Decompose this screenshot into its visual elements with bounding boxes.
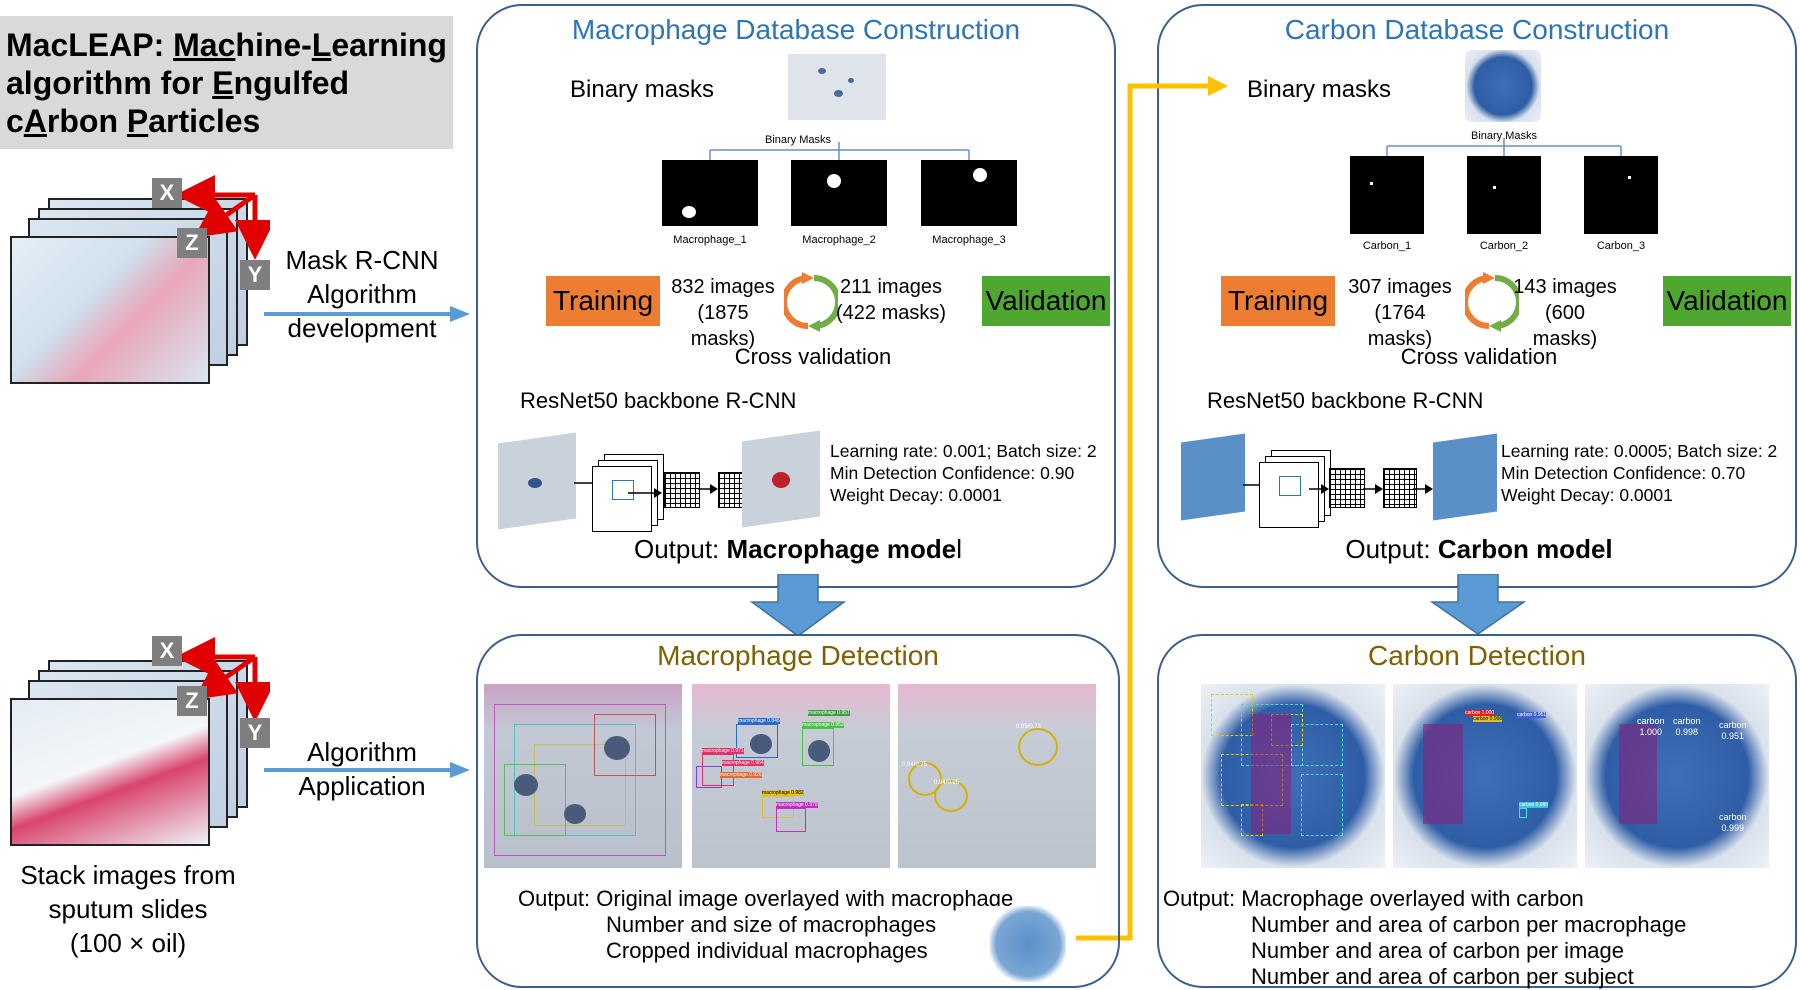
macro-det-crop-thumb	[990, 906, 1066, 982]
macro-output: Output: Macrophage model	[634, 534, 962, 564]
carbon-det-title: Carbon Detection	[1368, 640, 1586, 671]
axis-x-label: X	[152, 178, 182, 208]
axis-y-label: Y	[240, 260, 270, 290]
carbon-tree-label: Binary Masks	[1470, 130, 1538, 142]
arrow-app	[264, 762, 470, 778]
down-arrow-macrophage	[750, 574, 846, 636]
carbon-mask-3	[1584, 156, 1658, 234]
axis-y-label-2: Y	[240, 718, 270, 748]
yellow-connector-arrow	[1076, 76, 1228, 941]
main-title: MacLEAP: Machine-Learning algorithm for …	[0, 16, 453, 149]
carbon-mask-1	[1350, 156, 1424, 234]
macro-binary-masks-label: Binary masks	[570, 76, 715, 103]
carbon-tree-lines	[1386, 138, 1622, 156]
macro-val-counts: 211 images (422 masks)	[835, 276, 947, 324]
panel-macrophage-detection: Macrophage Detection macrophage 0.846 ma…	[476, 634, 1120, 988]
title-line-3: cArbon Particles	[6, 103, 261, 139]
carbon-backbone-label: ResNet50 backbone R-CNN	[1207, 388, 1484, 413]
macro-train-counts: 832 images (1875 masks)	[671, 276, 775, 350]
axis-arrows-top	[175, 175, 270, 260]
macro-det-title: Macrophage Detection	[657, 640, 939, 671]
carbon-det-image-scores: carbon 1.000 carbon 0.998 carbon 0.951 c…	[1585, 684, 1769, 868]
macro-tree-lines	[709, 142, 970, 160]
dev-label: Mask R-CNN Algorithm development	[285, 245, 439, 343]
carbon-mask-3-label: Carbon_3	[1596, 240, 1646, 252]
panel-macrophage-database: Macrophage Database Construction Binary …	[476, 4, 1116, 588]
macro-det-image-original	[484, 684, 682, 868]
carbon-mask-1-label: Carbon_1	[1362, 240, 1412, 252]
carbon-train-counts: 307 images (1764 masks)	[1348, 276, 1452, 350]
carbon-det-image-boxes	[1201, 684, 1385, 868]
carbon-validation-badge: Validation	[1663, 276, 1791, 326]
macro-cross-validation: Cross validation	[734, 344, 892, 369]
panel-carbon-detection: Carbon Detection carbon 1.000 carbon 0.9…	[1157, 634, 1797, 989]
carbon-binary-masks-label: Binary masks	[1247, 76, 1392, 103]
axis-arrows-bottom	[175, 637, 270, 722]
macro-mask-1	[662, 160, 758, 226]
macro-backbone-label: ResNet50 backbone R-CNN	[520, 388, 797, 413]
carbon-training-badge: Training	[1221, 276, 1335, 326]
carbon-val-counts: 143 images (600 masks)	[1513, 276, 1617, 350]
macro-mask-3-label: Macrophage_3	[932, 234, 1006, 246]
down-arrow-carbon	[1430, 574, 1526, 634]
macro-det-image-labeled: macrophage 0.846 macrophage 0.953 macrop…	[692, 684, 890, 868]
carbon-source-thumb	[1465, 50, 1541, 122]
carbon-db-title: Carbon Database Construction	[1284, 14, 1670, 45]
carbon-params: Learning rate: 0.0005; Batch size: 2 Min…	[1501, 441, 1778, 505]
macro-mask-1-label: Macrophage_1	[673, 234, 747, 246]
title-line-2: algorithm for Engulfed	[6, 65, 350, 101]
panel-carbon-database: Carbon Database Construction Binary mask…	[1157, 4, 1797, 588]
axis-z-label-2: Z	[177, 686, 207, 716]
macro-validation-badge: Validation	[982, 276, 1110, 326]
macro-mask-2-label: Macrophage_2	[802, 234, 876, 246]
carbon-output: Output: Carbon model	[1345, 534, 1613, 564]
stack-caption: Stack images from sputum slides (100 × o…	[20, 860, 236, 958]
carbon-mask-2	[1467, 156, 1541, 234]
macro-det-outputs: Output: Original image overlayed with ma…	[518, 886, 1014, 963]
macro-cycle-icon	[784, 272, 838, 332]
macro-mask-2	[791, 160, 887, 226]
carbon-mask-2-label: Carbon_2	[1479, 240, 1529, 252]
macro-det-image-contours: 0.95/0.73 0.94/0.75 0.94/0.95	[898, 684, 1096, 868]
macro-training-badge: Training	[546, 276, 660, 326]
macro-tree-label: Binary Masks	[764, 134, 832, 146]
axis-x-label-2: X	[152, 636, 182, 666]
macro-source-thumb	[788, 54, 886, 120]
arrow-dev	[264, 306, 470, 322]
carbon-cross-validation: Cross validation	[1400, 344, 1558, 369]
carbon-det-image-labeled: carbon 1.000 carbon 0.998 carbon 0.951 c…	[1393, 684, 1577, 868]
carbon-cycle-icon	[1465, 272, 1519, 332]
carbon-det-outputs: Output: Macrophage overlayed with carbon…	[1163, 886, 1687, 989]
macro-params: Learning rate: 0.001; Batch size: 2 Min …	[830, 441, 1097, 505]
macro-mask-3	[921, 160, 1017, 226]
macro-db-title: Macrophage Database Construction	[571, 14, 1021, 45]
axis-z-label: Z	[177, 228, 207, 258]
app-label: Algorithm Application	[298, 737, 426, 801]
title-line-1: MacLEAP: Machine-Learning	[6, 27, 447, 63]
